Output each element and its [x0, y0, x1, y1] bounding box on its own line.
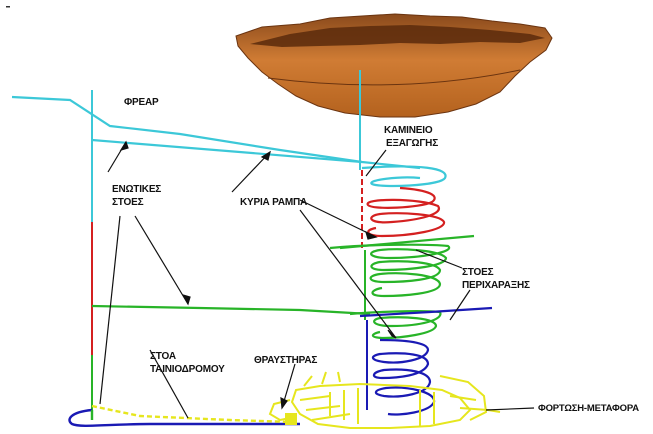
label-belt-drift: ΣΤΟΑ ΤΑΙΝΙΟΔΡΟΜΟΥ — [150, 350, 225, 376]
label-loading: ΦΟΡΤΩΣΗ-ΜΕΤΑΦΟΡΑ — [538, 402, 639, 415]
label-crusher: ΘΡΑΥΣΤΗΡΑΣ — [254, 354, 317, 367]
label-connecting-line1: ΕΝΩΤΙΚΕΣ — [112, 183, 161, 196]
label-chimney: ΚΑΜΙΝΕΙΟ ΕΞΑΓΩΓΗΣ — [384, 124, 438, 150]
corner-mark — [6, 6, 10, 8]
label-perimeter-line2: ΠΕΡΙΧΑΡΑΞΗΣ — [462, 279, 530, 292]
label-chimney-line2: ΕΞΑΓΩΓΗΣ — [386, 137, 438, 150]
crusher-loading-structure — [270, 372, 500, 428]
label-connecting-drifts: ΕΝΩΤΙΚΕΣ ΣΤΟΕΣ — [112, 183, 161, 209]
orebody — [236, 14, 552, 117]
label-shaft: ΦΡΕΑΡ — [124, 96, 158, 109]
label-chimney-line1: ΚΑΜΙΝΕΙΟ — [384, 124, 438, 137]
label-belt-line2: ΤΑΙΝΙΟΔΡΟΜΟΥ — [150, 363, 225, 376]
label-connecting-line2: ΣΤΟΕΣ — [112, 196, 161, 209]
shaft-system — [92, 70, 367, 410]
helical-ramp — [330, 166, 449, 414]
label-main-ramp: ΚΥΡΙΑ ΡΑΜΠΑ — [240, 196, 307, 209]
label-perimeter-line1: ΣΤΟΕΣ — [462, 266, 530, 279]
label-perimeter-drifts: ΣΤΟΕΣ ΠΕΡΙΧΑΡΑΞΗΣ — [462, 266, 530, 292]
label-belt-line1: ΣΤΟΑ — [150, 350, 225, 363]
bottom-level — [69, 406, 300, 426]
